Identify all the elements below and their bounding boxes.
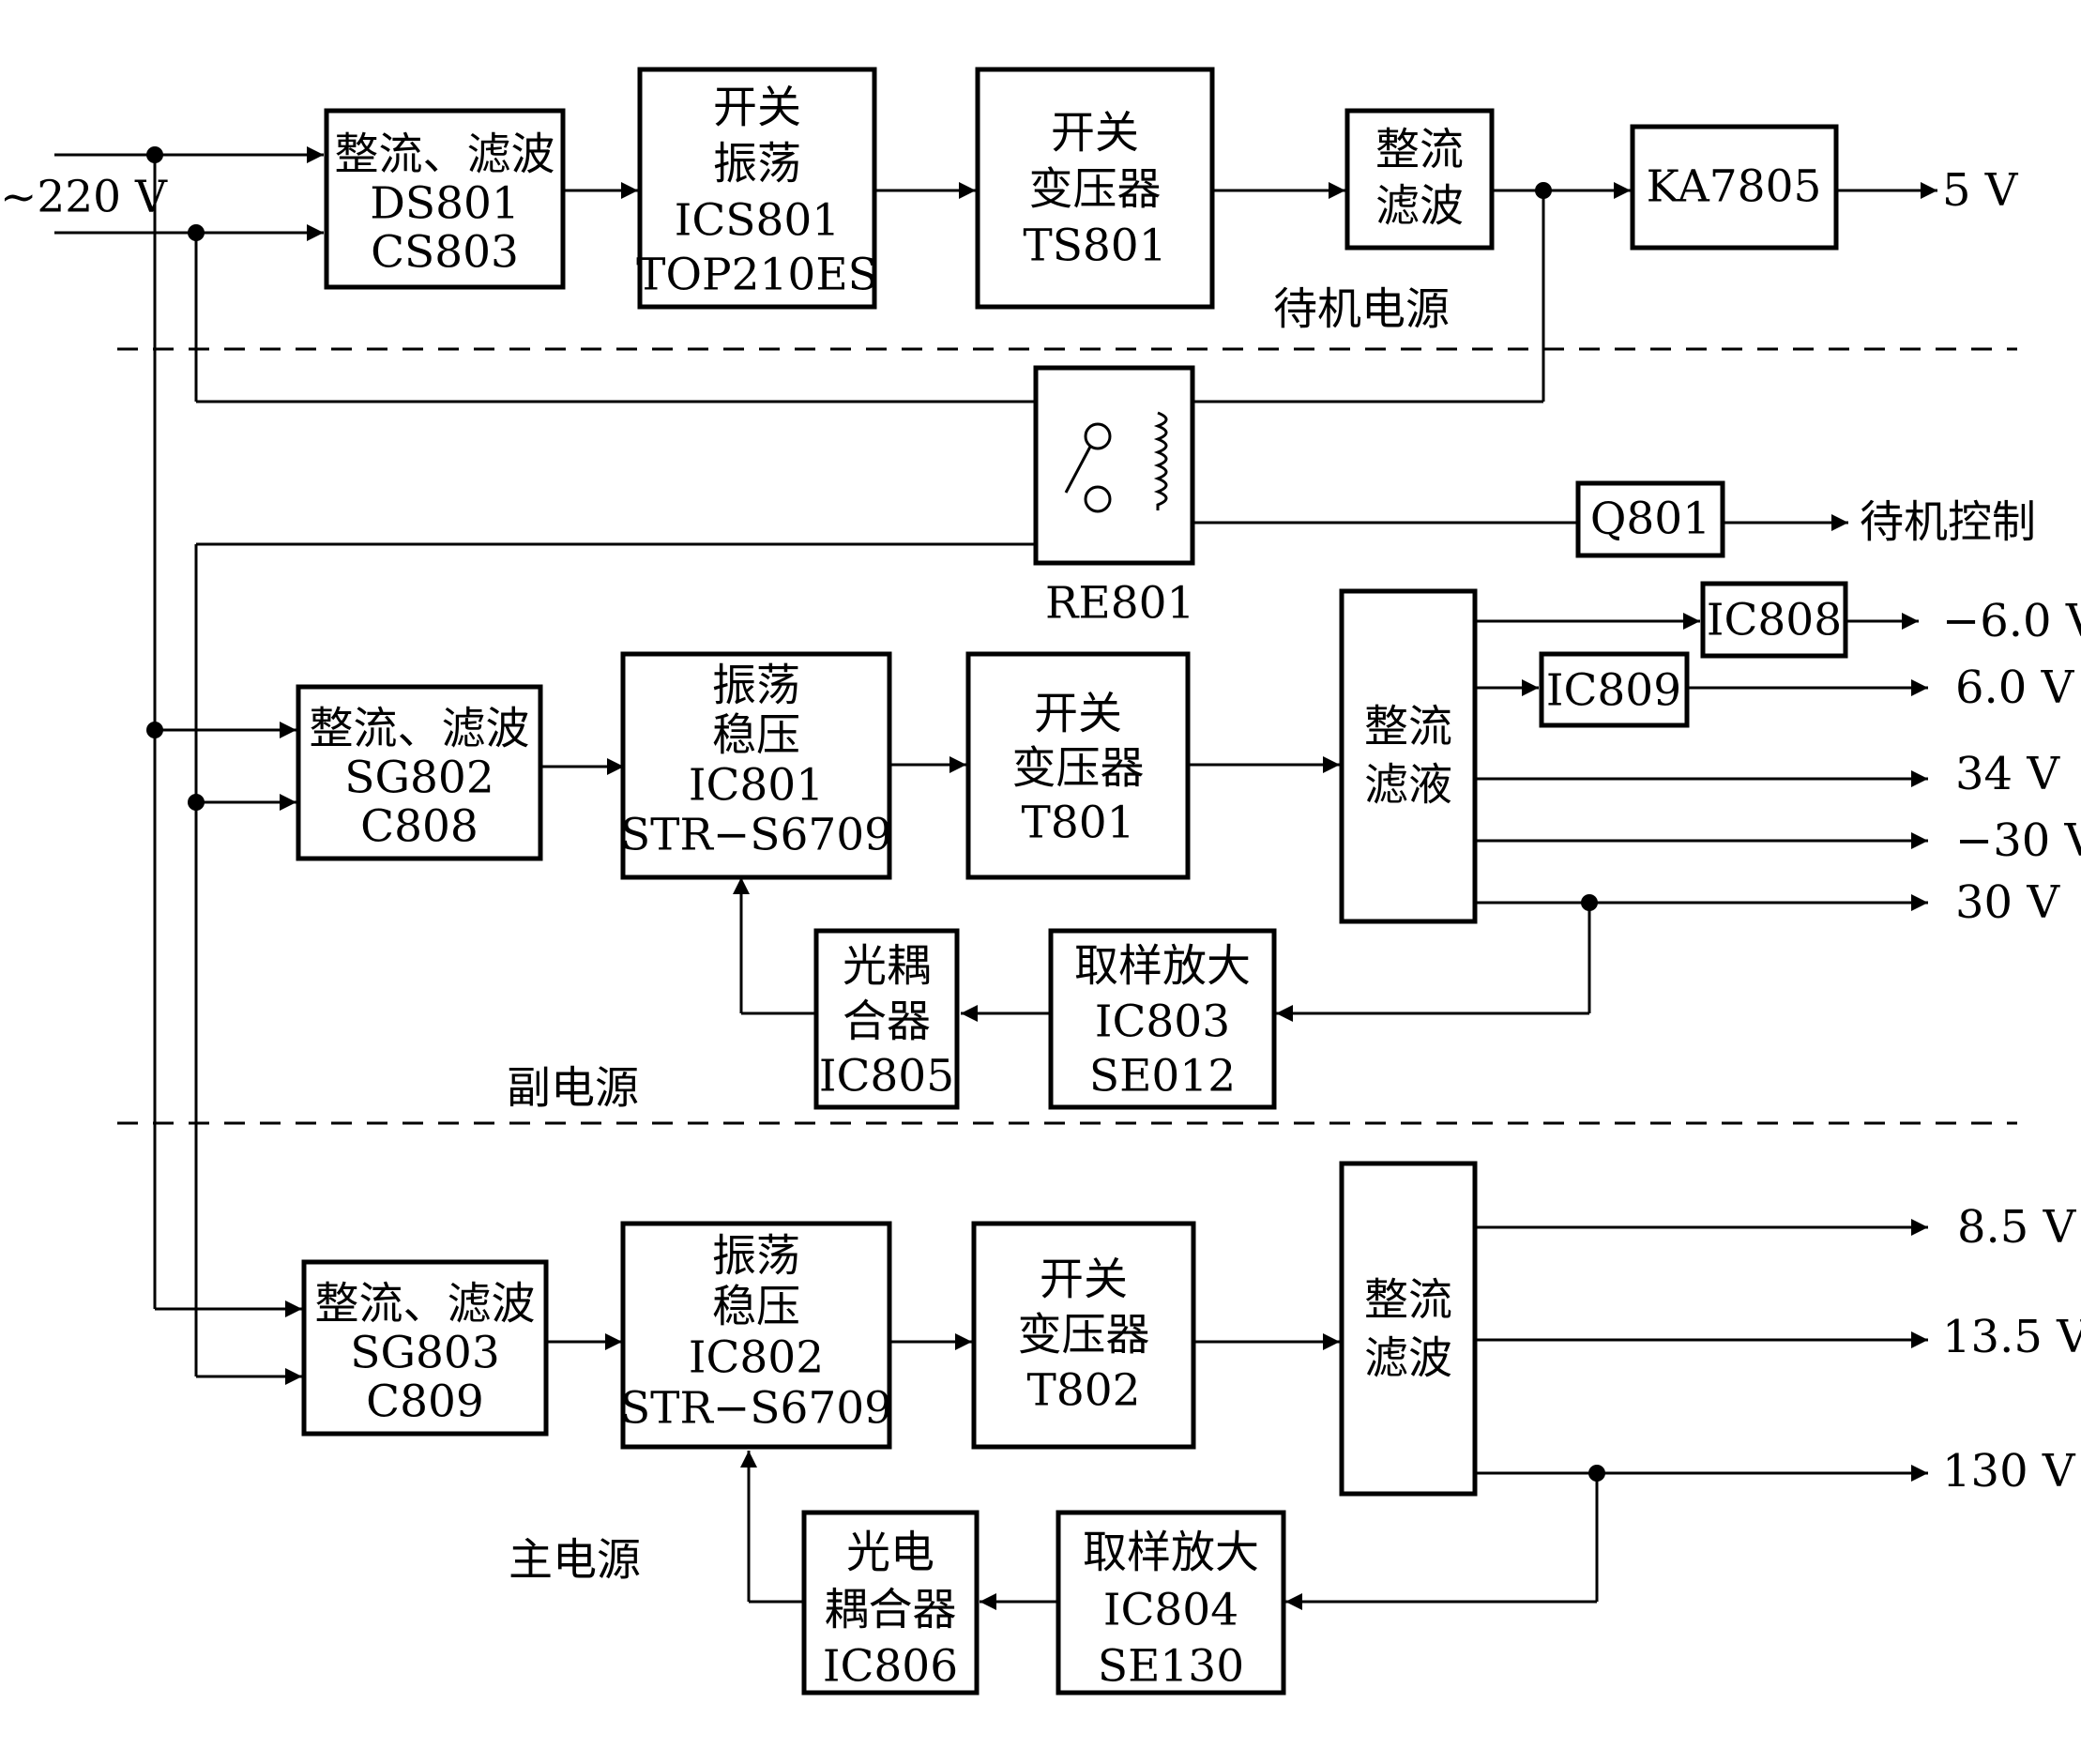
main-optocoupler-line2: 耦合器 (825, 1585, 957, 1636)
sub-transformer-line1: 开关 (1034, 689, 1122, 740)
main-rect2-box (1339, 1161, 1478, 1497)
sub-transformer-line2: 变压器 (1012, 743, 1145, 795)
standby-section-label: 待机电源 (1273, 284, 1450, 336)
standby-rect-filter-line3: CS803 (371, 227, 519, 279)
standby-rect2-line1: 整流 (1375, 125, 1464, 176)
sub-transformer-line3: T801 (1021, 798, 1134, 849)
standby-oscillator-line1: 开关 (713, 83, 801, 134)
main-optocoupler-line3: IC806 (823, 1641, 958, 1693)
main-sampler-box (1056, 1510, 1286, 1696)
main-oscillator-line1: 振荡 (712, 1231, 800, 1283)
main-oscillator-line2: 稳压 (712, 1282, 800, 1333)
ic809-box (1539, 651, 1690, 728)
standby-rect2-box (1344, 108, 1495, 251)
output-5v: 5 V (1942, 164, 2019, 217)
main-transformer-line1: 开关 (1040, 1255, 1128, 1306)
standby-oscillator-box (637, 67, 877, 310)
regulator-ka7805-label: KA7805 (1647, 161, 1822, 213)
relay-coil (1153, 411, 1168, 510)
main-rect2-line2: 滤波 (1364, 1333, 1452, 1385)
sub-oscillator-line2: 稳压 (712, 710, 800, 762)
main-sampler-line3: SE130 (1098, 1641, 1244, 1693)
standby-rect2-line2: 滤波 (1375, 181, 1464, 233)
sub-oscillator-line1: 振荡 (712, 661, 800, 712)
relay-label: RE801 (1045, 578, 1194, 630)
sub-oscillator-box (620, 651, 892, 880)
sub-rect2-line2: 滤液 (1364, 760, 1452, 812)
sub-optocoupler-line1: 光耦 (843, 941, 931, 993)
sub-optocoupler-box (813, 928, 960, 1110)
output-8-5v: 8.5 V (1957, 1201, 2077, 1254)
standby-oscillator-line3: ICS801 (675, 195, 840, 247)
main-section-label: 主电源 (509, 1535, 641, 1587)
output-6v: 6.0 V (1955, 662, 2075, 714)
standby-rect-filter-line2: DS801 (370, 178, 520, 230)
output-130v: 130 V (1942, 1445, 2076, 1498)
ic809-label: IC809 (1546, 665, 1681, 717)
main-optocoupler-box (801, 1510, 980, 1696)
main-rect-filter-line1: 整流、滤波 (315, 1279, 536, 1331)
sub-optocoupler-line3: IC805 (819, 1051, 954, 1102)
standby-rect-filter-box (324, 108, 566, 290)
main-oscillator-box (620, 1221, 892, 1450)
output-neg6v: −6.0 V (1942, 595, 2081, 647)
main-rect-filter-line3: C809 (366, 1376, 484, 1428)
sub-rect-filter-line1: 整流、滤波 (310, 704, 530, 755)
q801-label: Q801 (1590, 494, 1710, 545)
relay-contact-top (1084, 422, 1112, 450)
standby-transformer-line3: TS801 (1023, 220, 1166, 272)
sub-rect-filter-box (296, 684, 543, 861)
output-30v: 30 V (1955, 876, 2060, 929)
standby-transformer-line2: 变压器 (1029, 164, 1162, 216)
sub-transformer-box (965, 651, 1191, 880)
sub-oscillator-line4: STR−S6709 (620, 810, 892, 861)
sub-section-label: 副电源 (507, 1063, 639, 1115)
sub-rect-filter-line3: C808 (360, 801, 478, 853)
ic808-label: IC808 (1707, 595, 1842, 646)
sub-sampler-line3: SE012 (1089, 1051, 1236, 1102)
sub-rect2-box (1339, 588, 1478, 924)
input-voltage-label: ~220 V (0, 172, 168, 223)
standby-transformer-line1: 开关 (1051, 108, 1139, 160)
sub-sampler-box (1048, 928, 1277, 1110)
sub-sampler-line1: 取样放大 (1074, 941, 1251, 993)
ic808-box (1700, 581, 1848, 659)
sub-rect-filter-line2: SG802 (344, 753, 494, 804)
q801-box (1575, 480, 1725, 558)
main-transformer-line2: 变压器 (1018, 1310, 1150, 1361)
standby-control-label: 待机控制 (1860, 497, 2036, 549)
standby-rect-filter-line1: 整流、滤波 (335, 129, 555, 181)
standby-oscillator-line2: 振荡 (713, 139, 801, 190)
output-34v: 34 V (1955, 748, 2060, 800)
main-sampler-line2: IC804 (1103, 1585, 1238, 1636)
regulator-ka7805-box (1630, 124, 1839, 251)
main-oscillator-line4: STR−S6709 (620, 1383, 892, 1435)
main-transformer-line3: T802 (1026, 1365, 1140, 1417)
relay-contact-bottom (1084, 485, 1112, 513)
relay-switch-arm (1064, 446, 1092, 494)
main-rect-filter-line2: SG803 (350, 1328, 499, 1379)
main-optocoupler-line1: 光电 (846, 1528, 934, 1579)
main-rect2-line1: 整流 (1364, 1275, 1452, 1327)
sub-sampler-line2: IC803 (1095, 996, 1230, 1048)
main-oscillator-line3: IC802 (689, 1332, 824, 1384)
main-sampler-line1: 取样放大 (1083, 1528, 1259, 1579)
sub-oscillator-line3: IC801 (689, 760, 824, 812)
sub-optocoupler-line2: 合器 (843, 996, 931, 1048)
main-transformer-box (971, 1221, 1196, 1450)
output-neg30v: −30 V (1955, 814, 2081, 867)
output-13-5v: 13.5 V (1942, 1311, 2081, 1363)
standby-transformer-box (975, 67, 1215, 310)
sub-rect2-line1: 整流 (1364, 702, 1452, 753)
main-rect-filter-box (301, 1259, 549, 1437)
relay-re801 (1033, 365, 1195, 566)
standby-oscillator-line4: TOP210ES (636, 250, 878, 301)
